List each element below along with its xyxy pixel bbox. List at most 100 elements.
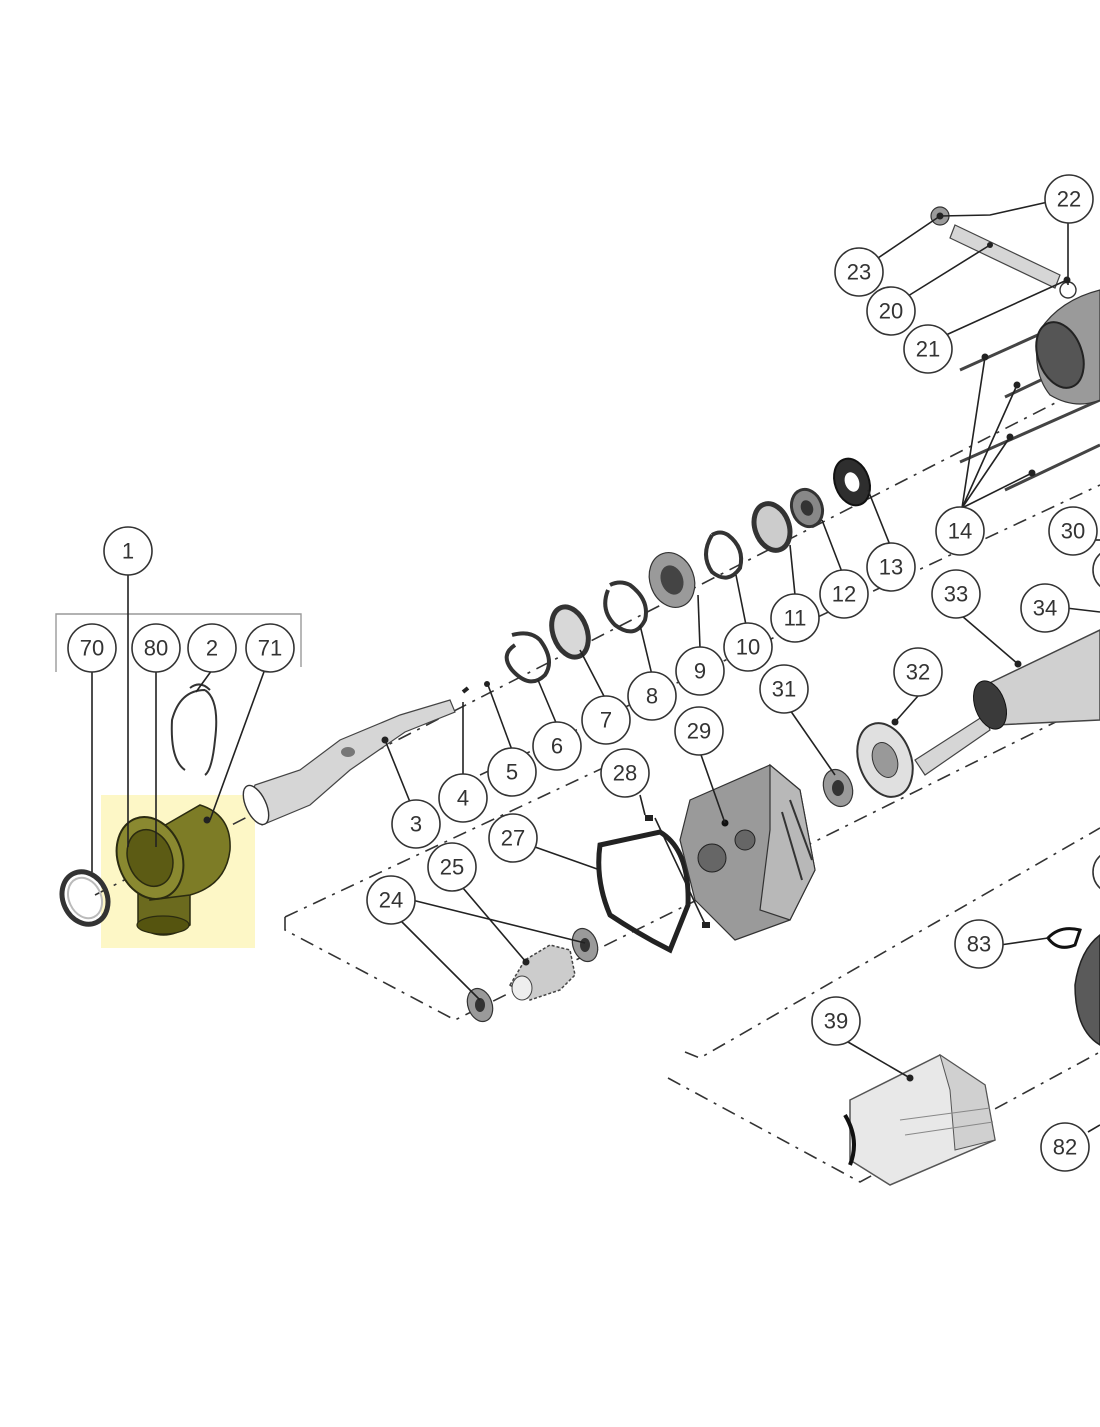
gasket-part[interactable] (596, 829, 691, 954)
svg-text:33: 33 (944, 582, 968, 607)
svg-text:32: 32 (906, 660, 930, 685)
housing-part[interactable] (1028, 289, 1100, 405)
svg-text:82: 82 (1053, 1135, 1077, 1160)
bearing-part[interactable] (463, 925, 602, 1025)
gear-housing-part[interactable] (679, 763, 816, 941)
callout-22[interactable]: 22 (1044, 174, 1094, 224)
svg-text:20: 20 (879, 299, 903, 324)
svg-text:9: 9 (694, 659, 706, 684)
svg-text:30: 30 (1061, 519, 1085, 544)
callout-10[interactable]: 10 (723, 622, 773, 672)
callout-7[interactable]: 7 (581, 695, 631, 745)
seal-part[interactable] (828, 454, 876, 511)
bearing-part[interactable] (818, 765, 857, 810)
armature-part[interactable] (914, 629, 1100, 776)
callout-31[interactable]: 31 (759, 664, 809, 714)
gear-part[interactable] (509, 944, 576, 1001)
svg-text:4: 4 (457, 786, 469, 811)
callout-33[interactable]: 33 (931, 569, 981, 619)
svg-text:12: 12 (832, 582, 856, 607)
callout-6[interactable]: 6 (532, 721, 582, 771)
callout-8[interactable]: 8 (627, 671, 677, 721)
callout-39[interactable]: 39 (811, 996, 861, 1046)
washer-part[interactable] (545, 602, 595, 662)
svg-text:83: 83 (967, 932, 991, 957)
callout-20[interactable]: 20 (866, 286, 916, 336)
svg-text:39: 39 (824, 1009, 848, 1034)
svg-text:3: 3 (410, 812, 422, 837)
svg-text:71: 71 (258, 636, 282, 661)
callout-71[interactable]: 71 (245, 623, 295, 673)
svg-text:1: 1 (122, 539, 134, 564)
svg-text:27: 27 (501, 826, 525, 851)
callout-11[interactable]: 11 (770, 593, 820, 643)
ring-part[interactable] (748, 499, 796, 556)
pin-part[interactable] (461, 686, 470, 694)
group-bracket (55, 613, 302, 672)
callout-4[interactable]: 4 (438, 773, 488, 823)
callout-12[interactable]: 12 (819, 569, 869, 619)
svg-text:8: 8 (646, 684, 658, 709)
callout-9[interactable]: 9 (675, 646, 725, 696)
circlip-part[interactable] (504, 631, 551, 684)
svg-text:31: 31 (772, 677, 796, 702)
callout-30[interactable]: 30 (1048, 506, 1098, 556)
callout-83[interactable]: 83 (954, 919, 1004, 969)
callout-21[interactable]: 21 (903, 324, 953, 374)
spring-clip-part[interactable] (170, 683, 218, 776)
svg-text:23: 23 (847, 260, 871, 285)
nut-part[interactable] (786, 485, 827, 531)
clip-part[interactable] (1046, 927, 1082, 949)
callout-1[interactable]: 1 (103, 526, 153, 576)
svg-text:13: 13 (879, 555, 903, 580)
svg-text:29: 29 (687, 719, 711, 744)
gearbox-head-part[interactable] (106, 804, 231, 936)
stator-part[interactable] (843, 1053, 996, 1186)
circlip-part[interactable] (603, 580, 648, 634)
callout-32[interactable]: 32 (893, 647, 943, 697)
svg-text:34: 34 (1033, 596, 1057, 621)
svg-text:28: 28 (613, 761, 637, 786)
callout-13[interactable]: 13 (866, 542, 916, 592)
callout-28[interactable]: 28 (600, 748, 650, 798)
shaft-assembly-part[interactable] (930, 206, 1077, 299)
svg-text:22: 22 (1057, 187, 1081, 212)
callout-14[interactable]: 14 (935, 506, 985, 556)
callout-82[interactable]: 82 (1040, 1122, 1090, 1172)
callout-24[interactable]: 24 (366, 875, 416, 925)
callout-3[interactable]: 3 (391, 799, 441, 849)
motor-housing-part[interactable] (1074, 934, 1100, 1046)
fan-baffle-part[interactable] (848, 715, 923, 804)
circlip-part[interactable] (704, 530, 744, 580)
callout-5[interactable]: 5 (487, 747, 537, 797)
svg-text:10: 10 (736, 635, 760, 660)
svg-text:21: 21 (916, 337, 940, 362)
svg-text:2: 2 (206, 636, 218, 661)
svg-text:70: 70 (80, 636, 104, 661)
spindle-part[interactable] (238, 699, 456, 828)
callout-25[interactable]: 25 (427, 842, 477, 892)
svg-text:7: 7 (600, 708, 612, 733)
leader-lines (91, 201, 1100, 1133)
bearing-part[interactable] (642, 546, 702, 614)
callout-34[interactable]: 34 (1020, 583, 1070, 633)
svg-text:25: 25 (440, 855, 464, 880)
callout-27[interactable]: 27 (488, 813, 538, 863)
svg-text:24: 24 (379, 888, 403, 913)
callouts: 1 70 80 2 71 3 4 5 6 7 8 9 10 11 12 13 1… (67, 174, 1098, 1172)
svg-text:5: 5 (506, 760, 518, 785)
callout-80[interactable]: 80 (131, 623, 181, 673)
svg-text:14: 14 (948, 519, 972, 544)
svg-text:11: 11 (784, 606, 807, 631)
small-screws-part[interactable] (645, 815, 710, 928)
svg-text:80: 80 (144, 636, 168, 661)
retaining-ring-part[interactable] (54, 864, 117, 932)
callout-23[interactable]: 23 (834, 247, 884, 297)
callout-2[interactable]: 2 (187, 623, 237, 673)
callout-70[interactable]: 70 (67, 623, 117, 673)
svg-text:6: 6 (551, 734, 563, 759)
callout-29[interactable]: 29 (674, 706, 724, 756)
parts (54, 206, 1100, 1186)
